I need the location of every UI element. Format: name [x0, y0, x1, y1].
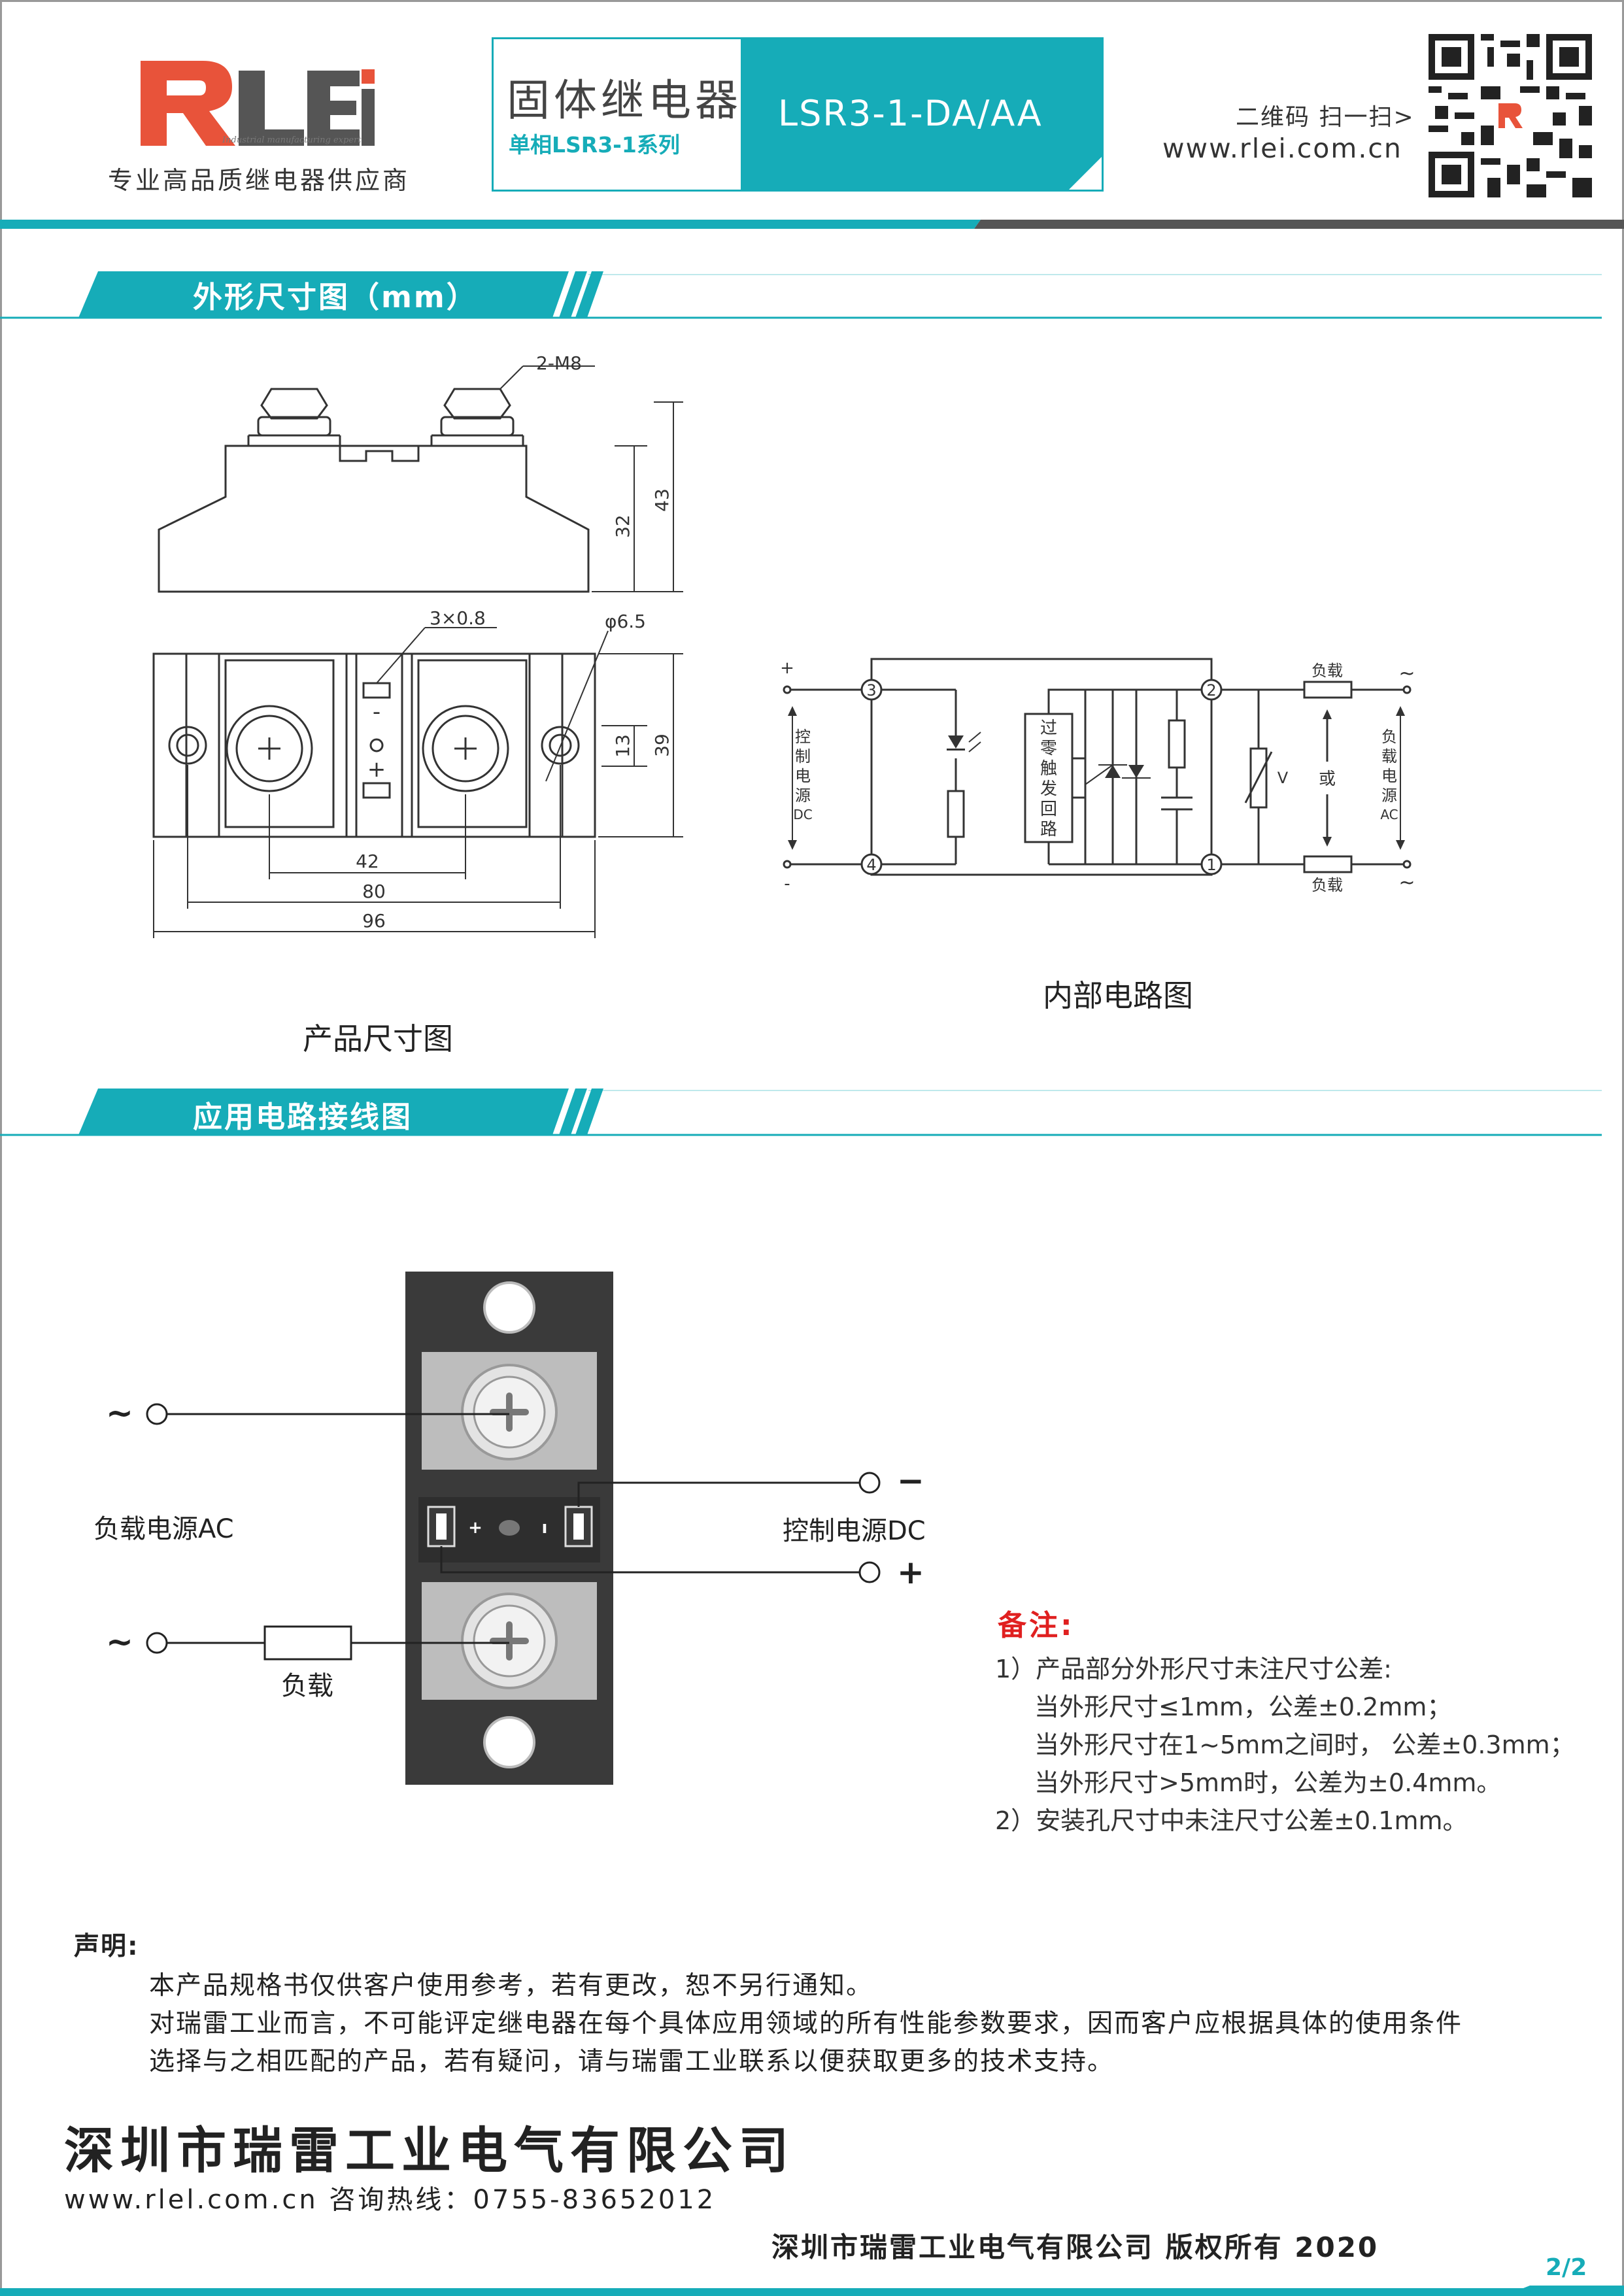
- internal-circuit-diagram: 3 4 2 1 + - 控 制 电 源 DC 过 零 触 发 回 路 V 负载 …: [780, 658, 1415, 894]
- control-plus-sign: +: [780, 658, 794, 678]
- logo-tagline: Industrial manufacturing expert: [222, 135, 362, 145]
- declaration-line-2: 对瑞雷工业而言，不可能评定继电器在每个具体应用领域的所有性能参数要求，因而客户应…: [149, 2009, 1463, 2038]
- load-power-ac-label: 负载电源AC: [93, 1514, 234, 1544]
- declaration-title: 声明:: [74, 1932, 139, 1961]
- control-power-dc-label: 控制电源DC: [783, 1516, 926, 1546]
- control-label-4: 源: [795, 786, 811, 805]
- product-series: 单相LSR3-1系列: [509, 132, 680, 158]
- wiring-diagram: + ı ~ ~ − + 负载 负载电源AC 控制电源DC: [93, 1272, 926, 1785]
- or-label: 或: [1319, 769, 1336, 789]
- dimension-drawing: 2-M8 32 43 3×0.8 φ6.5 13 39 42 80 96 - +: [152, 352, 683, 938]
- ac-tilde-bottom: ~: [106, 1623, 133, 1661]
- page-number: 2/2: [1546, 2254, 1587, 2281]
- zero-cross-char-6: 路: [1040, 820, 1057, 839]
- qr-code-icon[interactable]: [1429, 34, 1592, 197]
- pin-plus-label: +: [468, 1518, 482, 1538]
- dimensions-section-title: 外形尺寸图（mm）: [193, 280, 478, 314]
- terminal-2-label: 2: [1206, 681, 1216, 700]
- zero-cross-char-1: 过: [1040, 718, 1057, 738]
- ac-tilde-bottom: ~: [1398, 871, 1415, 894]
- dim-13-label: 13: [612, 734, 634, 758]
- dim-total-height-label: 43: [651, 488, 673, 512]
- corner-decoration: [1069, 157, 1102, 190]
- dc-plus-sign: +: [897, 1553, 924, 1591]
- note-line-1: 1）产品部分外形尺寸未注尺寸公差:: [995, 1655, 1392, 1683]
- control-minus-sign: -: [784, 874, 790, 894]
- terminal-4-label: 4: [866, 856, 876, 874]
- ac-label-4: 源: [1381, 786, 1397, 805]
- zero-cross-char-4: 发: [1040, 779, 1057, 799]
- terminal-1-label: 1: [1206, 856, 1216, 874]
- dim-pin-label: 3×0.8: [430, 607, 486, 629]
- dim-body-height-label: 32: [612, 515, 634, 538]
- footer-bar: [0, 2286, 1624, 2296]
- circuit-diagram-caption: 内部电路图: [1043, 978, 1193, 1013]
- note-line-4: 当外形尺寸>5mm时，公差为±0.4mm。: [1034, 1768, 1502, 1797]
- website-url[interactable]: www.rlei.com.cn: [1162, 133, 1402, 164]
- copyright-footer: 深圳市瑞雷工业电气有限公司 版权所有 2020: [771, 2231, 1379, 2263]
- note-line-3: 当外形尺寸在1~5mm之间时， 公差±0.3mm；: [1034, 1730, 1575, 1759]
- product-title: 固体继电器: [507, 75, 742, 126]
- company-contact: www.rlel.com.cn 咨询热线：0755-83652012: [64, 2185, 717, 2215]
- dim-screw-label: 2-M8: [536, 352, 582, 374]
- wiring-section-header: [0, 1089, 1602, 1136]
- declaration-line-3: 选择与之相匹配的产品，若有疑问，请与瑞雷工业联系以便获取更多的技术支持。: [149, 2047, 1115, 2076]
- ac-label-1: 负: [1381, 728, 1397, 746]
- dim-hole-label: φ6.5: [605, 611, 646, 632]
- dim-42-label: 42: [356, 851, 379, 872]
- company-name: 深圳市瑞雷工业电气有限公司: [64, 2121, 795, 2180]
- varistor-v-label: V: [1277, 769, 1289, 787]
- control-label-3: 电: [795, 767, 811, 785]
- ac-label-2: 载: [1381, 747, 1397, 766]
- pin-minus-label: ı: [542, 1518, 548, 1538]
- brand-logo: [141, 61, 375, 146]
- header-divider: [0, 220, 1624, 229]
- dim-plus-sign: +: [367, 756, 386, 783]
- wiring-section-title: 应用电路接线图: [193, 1100, 413, 1134]
- dim-39-label: 39: [651, 734, 673, 757]
- dim-96-label: 96: [362, 910, 386, 932]
- dim-80-label: 80: [362, 881, 386, 902]
- load-bottom-label: 负载: [1311, 876, 1343, 894]
- ac-label-5: AC: [1380, 807, 1398, 822]
- model-panel: [741, 39, 1102, 190]
- zero-cross-char-5: 回: [1040, 800, 1057, 819]
- product-model: LSR3-1-DA/AA: [778, 93, 1043, 134]
- control-label-1: 控: [795, 728, 811, 746]
- load-top-label: 负载: [1311, 662, 1343, 680]
- ac-label-3: 电: [1381, 767, 1397, 785]
- notes-title: 备注:: [998, 1609, 1075, 1642]
- zero-cross-char-3: 触: [1040, 759, 1057, 779]
- brand-subtitle: 专业高品质继电器供应商: [108, 166, 411, 195]
- zero-cross-char-2: 零: [1040, 739, 1057, 758]
- ac-tilde-top: ~: [106, 1394, 133, 1432]
- dim-minus-sign: -: [373, 699, 381, 725]
- product-title-box: [492, 37, 1104, 192]
- note-line-5: 2）安装孔尺寸中未注尺寸公差±0.1mm。: [995, 1806, 1468, 1835]
- control-label-2: 制: [795, 747, 811, 766]
- dimensions-section-header: [0, 271, 1602, 319]
- dc-minus-sign: −: [897, 1462, 924, 1500]
- dimension-drawing-caption: 产品尺寸图: [303, 1021, 453, 1056]
- terminal-3-label: 3: [866, 681, 876, 700]
- wiring-load-label: 负载: [281, 1671, 333, 1701]
- declaration-line-1: 本产品规格书仅供客户使用参考，若有更改，恕不另行通知。: [149, 1971, 873, 2001]
- ac-tilde-top: ~: [1398, 662, 1415, 685]
- control-label-5: DC: [793, 807, 812, 822]
- qr-label: 二维码 扫一扫>: [1236, 104, 1415, 131]
- note-line-2: 当外形尺寸≤1mm，公差±0.2mm；: [1034, 1693, 1452, 1721]
